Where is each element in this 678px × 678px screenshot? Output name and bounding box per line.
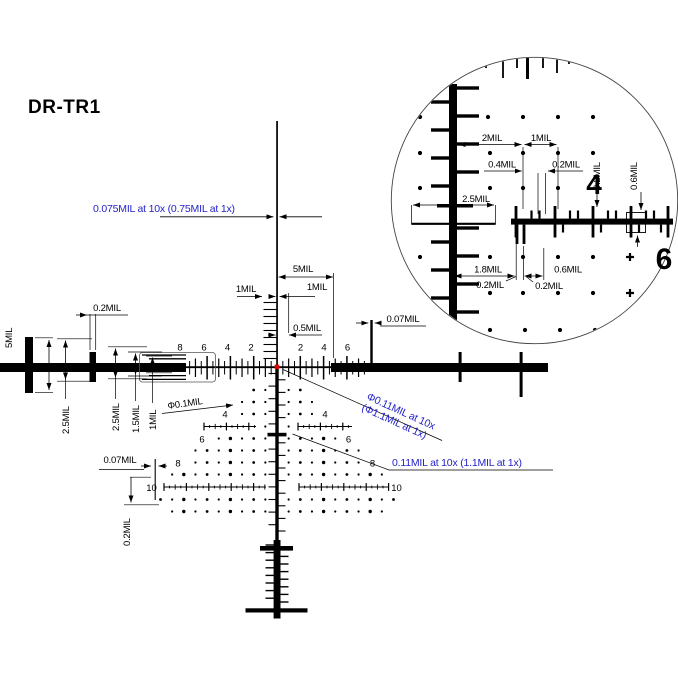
h-num-left-4: 4 bbox=[225, 343, 230, 354]
note-dash-size: 0.11MIL at 10x (1.1MIL at 1x) bbox=[392, 457, 522, 469]
detail-inset: 2MIL 1MIL 0.4MIL 0.2MIL 0.2MIL 0.6MIL 2.… bbox=[390, 56, 678, 345]
horizontal-bar-right bbox=[331, 363, 548, 372]
inset-dimension-lines bbox=[411, 142, 646, 283]
vertical-line-top bbox=[276, 121, 278, 367]
drop-scale-numbers: 4 6 8 10 4 6 8 10 bbox=[146, 410, 402, 495]
inset-dim-02mil-rot: 0.2MIL bbox=[592, 162, 603, 190]
detail-callout-box bbox=[139, 352, 216, 383]
dimension-lines bbox=[35, 214, 553, 506]
inset-dim-25mil: 2.5MIL bbox=[462, 194, 490, 205]
dim-02mil-top: 0.2MIL bbox=[93, 303, 121, 314]
dim-15mil: 1.5MIL bbox=[131, 405, 142, 433]
inset-circle bbox=[390, 56, 678, 345]
dim-02mil-bottom: 0.2MIL bbox=[122, 518, 133, 546]
h-num-right-6: 6 bbox=[345, 343, 350, 354]
right-8mil-tall-tick bbox=[370, 320, 373, 372]
dim-05mil: 0.5MIL bbox=[293, 323, 321, 334]
inset-dim-1mil: 1MIL bbox=[531, 133, 551, 144]
inset-dim-2mil: 2MIL bbox=[482, 133, 502, 144]
inset-number-4: 4 bbox=[586, 169, 602, 200]
h-num-right-2: 2 bbox=[298, 343, 303, 354]
fine-tick-rulers bbox=[163, 422, 390, 491]
dim-1mil-left: 1MIL bbox=[236, 284, 256, 295]
mil-dot-grid bbox=[159, 388, 395, 514]
inset-dim-06mil-rot: 0.6MIL bbox=[629, 162, 640, 190]
row-num-left-6: 6 bbox=[199, 435, 204, 446]
left-end-post bbox=[25, 337, 33, 393]
page-title: DR-TR1 bbox=[28, 97, 101, 118]
h-num-left-8: 8 bbox=[177, 343, 182, 354]
row-num-right-6: 6 bbox=[346, 435, 351, 446]
dim-007mil-top: 0.07MIL bbox=[387, 314, 420, 325]
row-num-right-10: 10 bbox=[391, 483, 402, 494]
row-num-left-4: 4 bbox=[222, 410, 227, 421]
dim-5mil-top: 5MIL bbox=[293, 264, 313, 275]
mid-cross-tick bbox=[267, 432, 287, 437]
dim-007mil-bottom: 0.07MIL bbox=[104, 455, 137, 466]
ladder-lines bbox=[142, 354, 186, 381]
dim-5mil-left: 5MIL bbox=[4, 328, 15, 348]
bottom-end-bar bbox=[245, 608, 308, 613]
dim-1mil-right: 1MIL bbox=[307, 282, 327, 293]
right-bar-tick-1 bbox=[458, 352, 462, 382]
dim-25mil-b: 2.5MIL bbox=[111, 403, 122, 431]
note-top-offset: 0.075MIL at 10x (0.75MIL at 1x) bbox=[93, 203, 235, 215]
inset-number-6: 6 bbox=[656, 243, 673, 276]
row-num-right-8: 8 bbox=[370, 459, 375, 470]
left-tall-tick bbox=[89, 352, 96, 382]
inset-dim-18mil: 1.8MIL bbox=[474, 265, 502, 276]
inset-dim-06mil: 0.6MIL bbox=[554, 265, 582, 276]
dim-dia-01mil: Φ0.1MIL bbox=[167, 396, 203, 412]
row-num-left-10: 10 bbox=[146, 483, 157, 494]
inset-hbar-ticks bbox=[514, 206, 670, 244]
inset-dim-04mil: 0.4MIL bbox=[488, 160, 516, 171]
dim-25mil-a: 2.5MIL bbox=[61, 406, 72, 434]
h-num-left-2: 2 bbox=[248, 343, 253, 354]
dim-1mil-rot: 1MIL bbox=[148, 410, 159, 430]
row-num-left-8: 8 bbox=[175, 459, 180, 470]
horizontal-scale-numbers: 8 6 4 2 2 4 6 bbox=[177, 343, 350, 354]
center-aim-dot bbox=[274, 364, 280, 370]
h-num-right-4: 4 bbox=[321, 343, 326, 354]
row-num-right-4: 4 bbox=[322, 410, 327, 421]
vertical-mil-ticks bbox=[263, 301, 289, 603]
vertical-line-lower bbox=[275, 367, 279, 540]
horizontal-mil-ticks bbox=[189, 356, 365, 380]
right-bar-tick-2 bbox=[519, 352, 523, 397]
h-num-left-6: 6 bbox=[201, 343, 206, 354]
inset-dim-02mil-b: 0.2MIL bbox=[476, 280, 504, 291]
inset-dim-02mil-c: 0.2MIL bbox=[535, 281, 563, 292]
inset-dim-02mil-a: 0.2MIL bbox=[552, 160, 580, 171]
